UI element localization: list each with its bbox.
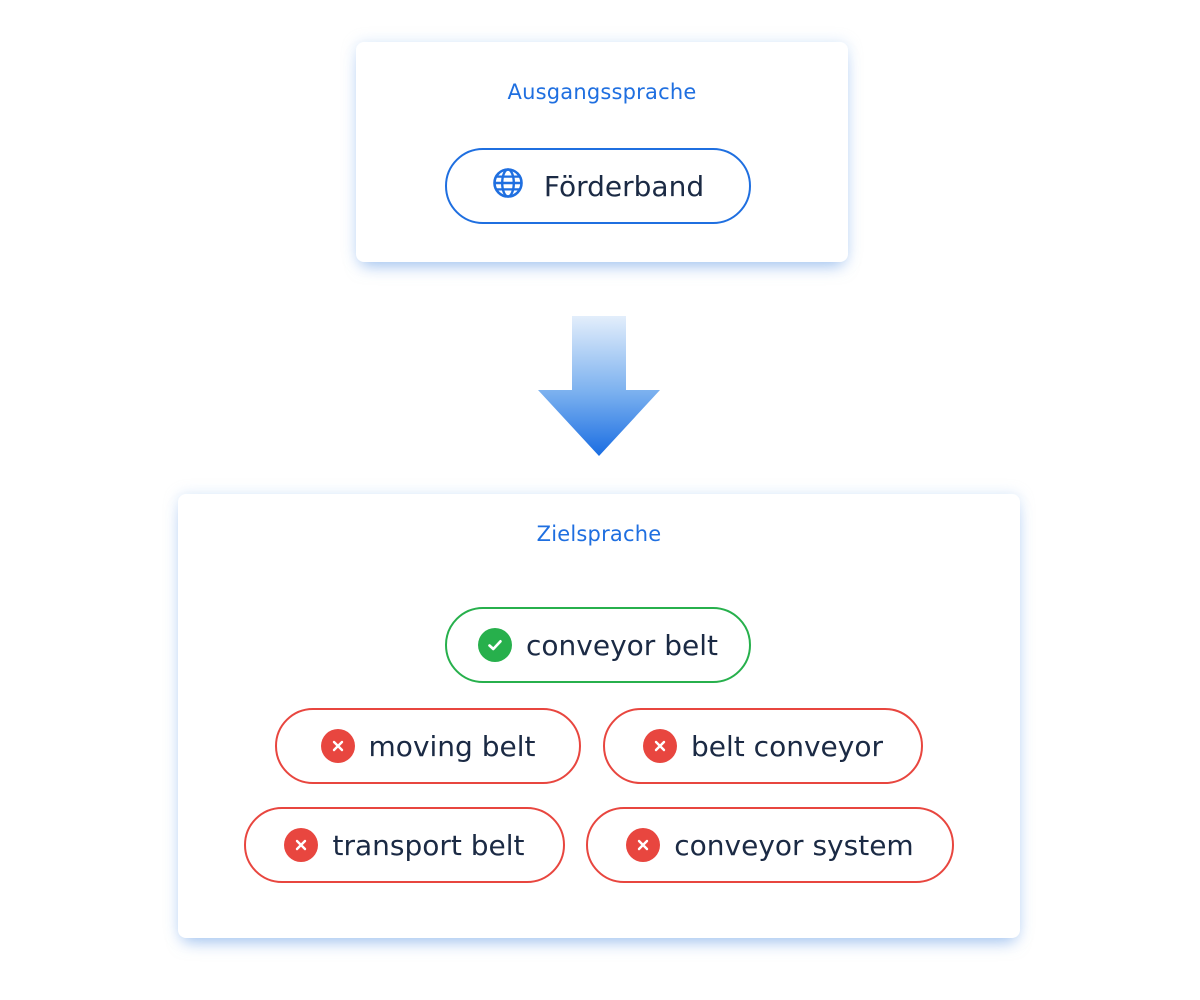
wrong-translation-label: conveyor system: [674, 828, 914, 862]
correct-translation-label: conveyor belt: [526, 628, 718, 662]
wrong-translation-pill: conveyor system: [586, 807, 954, 883]
x-circle-icon: [320, 729, 355, 763]
source-term-pill: Förderband: [445, 148, 751, 224]
wrong-translation-pill: transport belt: [244, 807, 565, 883]
down-arrow-icon: [536, 316, 662, 458]
correct-translation-pill: conveyor belt: [445, 607, 751, 683]
x-circle-icon: [626, 828, 661, 862]
wrong-translation-label: belt conveyor: [691, 729, 883, 763]
x-circle-icon: [284, 828, 319, 862]
globe-icon: [492, 167, 524, 206]
source-language-card: Ausgangssprache Förderband: [356, 42, 848, 262]
wrong-translation-pill: moving belt: [275, 708, 581, 784]
wrong-translation-pill: belt conveyor: [603, 708, 923, 784]
wrong-translation-label: moving belt: [368, 729, 536, 763]
x-circle-icon: [643, 729, 678, 763]
target-language-card: Zielsprache conveyor belt moving belt be…: [178, 494, 1020, 938]
check-circle-icon: [478, 628, 513, 662]
target-language-title: Zielsprache: [536, 522, 662, 546]
source-term-label: Förderband: [543, 169, 705, 203]
source-language-title: Ausgangssprache: [507, 80, 697, 104]
wrong-translation-label: transport belt: [332, 828, 525, 862]
